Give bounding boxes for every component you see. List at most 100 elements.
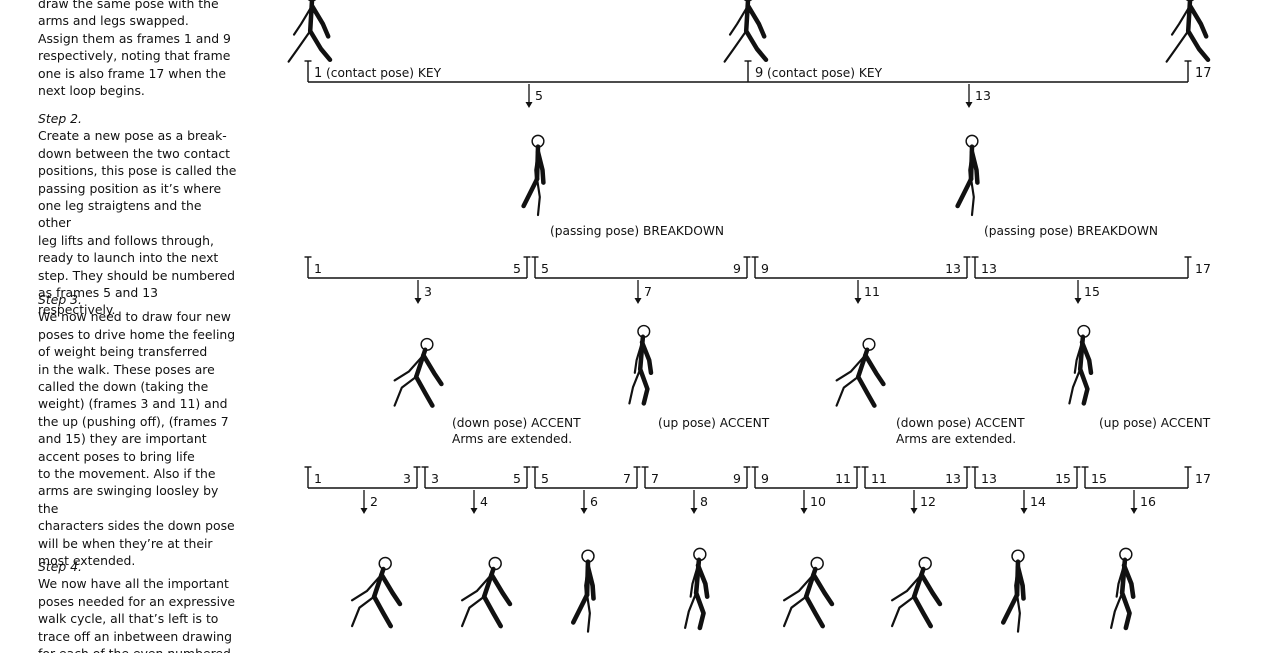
step-2-title: Step 2. (38, 111, 82, 126)
inbetween-pose-figure-6-limb (1000, 592, 1020, 625)
passing-pose-label-13: (passing pose) BREAKDOWN (984, 224, 1158, 238)
accent-frame-end-6: 15 (1055, 471, 1071, 486)
accent-frame-start-2: 5 (541, 471, 549, 486)
accent-pose-figure-3-limb (1068, 368, 1082, 405)
breakdown-child-arrow-0-label: 3 (424, 284, 432, 299)
passing-pose-figure-5-limb (535, 149, 546, 185)
inbetween-pose-figure-4-limb (782, 573, 815, 602)
accent-pose-figure-1 (628, 324, 654, 406)
inbetween-pose-figure-5-limb (890, 595, 916, 628)
passing-pose-figure-5-limb (534, 150, 540, 184)
accent-pose-note-2: Arms are extended. (896, 432, 1016, 446)
inbetween-pose-figure-7-limb (1121, 563, 1136, 599)
accent-pose-figure-3-limb (1077, 366, 1090, 406)
step-3-title: Step 3. (38, 292, 82, 307)
passing-pose-figure-13-limb (968, 150, 974, 184)
contact-pose-figure-left-limb (292, 4, 314, 36)
accent-frame-start-1: 3 (431, 471, 439, 486)
contact-pose-figure-left-limb (309, 3, 331, 39)
breakdown-child-arrow-0-head (414, 298, 422, 304)
accent-child-arrow-0-label: 2 (370, 494, 378, 509)
breakdown-frame-end-2: 13 (945, 261, 961, 276)
accent-pose-figure-1-limb (628, 368, 642, 405)
key-child-arrow-13-label: 13 (975, 88, 991, 103)
step-2-body: Create a new pose as a break- down betwe… (38, 128, 237, 318)
contact-pose-figure-mid (723, 0, 769, 63)
inbetween-pose-figure-5 (890, 556, 943, 629)
contact-pose-figure-right (1165, 0, 1211, 63)
inbetween-pose-figure-7-limb (1110, 591, 1124, 630)
inbetween-pose-figure-2-limb (585, 593, 591, 633)
accent-frame-end-0: 3 (403, 471, 411, 486)
inbetween-pose-figure-5-limb (919, 572, 943, 607)
accent-pose-label-0: (down pose) ACCENT (452, 416, 581, 430)
key-child-arrow-5-head (525, 102, 533, 108)
accent-frame-start-6: 13 (981, 471, 997, 486)
inbetween-pose-figure-3-limb (684, 591, 698, 630)
passing-pose-figure-13-limb (970, 177, 975, 217)
breakdown-end-frame-number: 17 (1195, 261, 1211, 276)
inbetween-pose-figure-3 (684, 547, 710, 631)
passing-pose-figure-13 (955, 134, 980, 217)
inbetween-pose-figure-3-limb (689, 564, 700, 598)
key-child-arrow-5-label: 5 (535, 88, 543, 103)
accent-pose-figure-1-limb (639, 339, 654, 376)
accent-pose-figure-0-limb (393, 375, 418, 407)
breakdown-frame-end-0: 5 (513, 261, 521, 276)
contact-pose-figure-mid-limb (723, 29, 748, 63)
accent-pose-figure-3-limb (1073, 341, 1084, 374)
inbetween-pose-figure-6-limb (1014, 566, 1020, 600)
inbetween-pose-figure-3-limb (693, 590, 706, 631)
accent-pose-figure-2-limb (855, 374, 877, 408)
accent-pose-figure-0 (393, 337, 444, 408)
inbetween-pose-figure-1-limb (460, 595, 486, 628)
breakdown-frame-start-0: 1 (314, 261, 322, 276)
step-4-block: Step 4. We now have all the important po… (38, 558, 238, 653)
accent-child-arrow-2-label: 6 (590, 494, 598, 509)
inbetween-pose-figure-7-limb (1115, 564, 1126, 598)
contact-pose-figure-right-limb (1165, 29, 1190, 63)
inbetween-pose-figure-0-limb (379, 572, 403, 607)
step-4-body: We now have all the important poses need… (38, 576, 236, 653)
inbetween-pose-figure-2-limb (584, 566, 590, 600)
inbetween-pose-figure-5-limb (911, 594, 934, 629)
inbetween-pose-figure-1-limb (460, 573, 493, 602)
step-3-block: Step 3. We now need to draw four new pos… (38, 291, 238, 570)
breakdown-frame-end-1: 9 (733, 261, 741, 276)
accent-pose-figure-2-limb (835, 375, 860, 407)
inbetween-pose-figure-5-limb (890, 573, 923, 602)
inbetween-pose-figure-4-limb (782, 595, 808, 628)
accent-pose-figure-0-limb (393, 354, 425, 382)
accent-end-frame-number: 17 (1195, 471, 1211, 486)
breakdown-child-arrow-2-label: 11 (864, 284, 880, 299)
inbetween-pose-figure-6 (1000, 549, 1026, 633)
inbetween-pose-figure-2 (570, 549, 596, 633)
key-end-frame-number: 17 (1195, 66, 1212, 81)
contact-pose-figure-mid-limb (745, 3, 767, 39)
step-2-block: Step 2. Create a new pose as a break- do… (38, 110, 238, 319)
breakdown-frame-start-3: 13 (981, 261, 997, 276)
breakdown-child-arrow-1-head (634, 298, 642, 304)
accent-frame-start-4: 9 (761, 471, 769, 486)
breakdown-child-arrow-3-head (1074, 298, 1082, 304)
contact-pose-figure-right-limb (1185, 28, 1211, 63)
accent-child-arrow-2-head (580, 508, 588, 514)
passing-pose-figure-13-limb (955, 176, 974, 209)
accent-pose-figure-0-limb (421, 352, 444, 387)
inbetween-pose-figure-7-limb (1119, 590, 1132, 631)
accent-frame-end-3: 9 (733, 471, 741, 486)
accent-pose-figure-3 (1068, 324, 1094, 406)
passing-pose-figure-13-limb (969, 149, 980, 185)
passing-pose-figure-5 (521, 134, 546, 217)
accent-pose-figure-1-limb (633, 341, 644, 374)
accent-child-arrow-4-head (800, 508, 808, 514)
accent-frame-end-2: 7 (623, 471, 631, 486)
accent-pose-figure-1-limb (637, 366, 650, 406)
accent-pose-label-3: (up pose) ACCENT (1099, 416, 1211, 430)
contact-pose-figure-left-limb (287, 29, 312, 63)
inbetween-pose-figure-0-limb (371, 594, 394, 629)
inbetween-pose-figure-3-limb (695, 563, 710, 599)
passing-pose-figure-5-limb (521, 176, 540, 209)
accent-child-arrow-7-label: 16 (1140, 494, 1156, 509)
accent-child-arrow-6-label: 14 (1030, 494, 1046, 509)
